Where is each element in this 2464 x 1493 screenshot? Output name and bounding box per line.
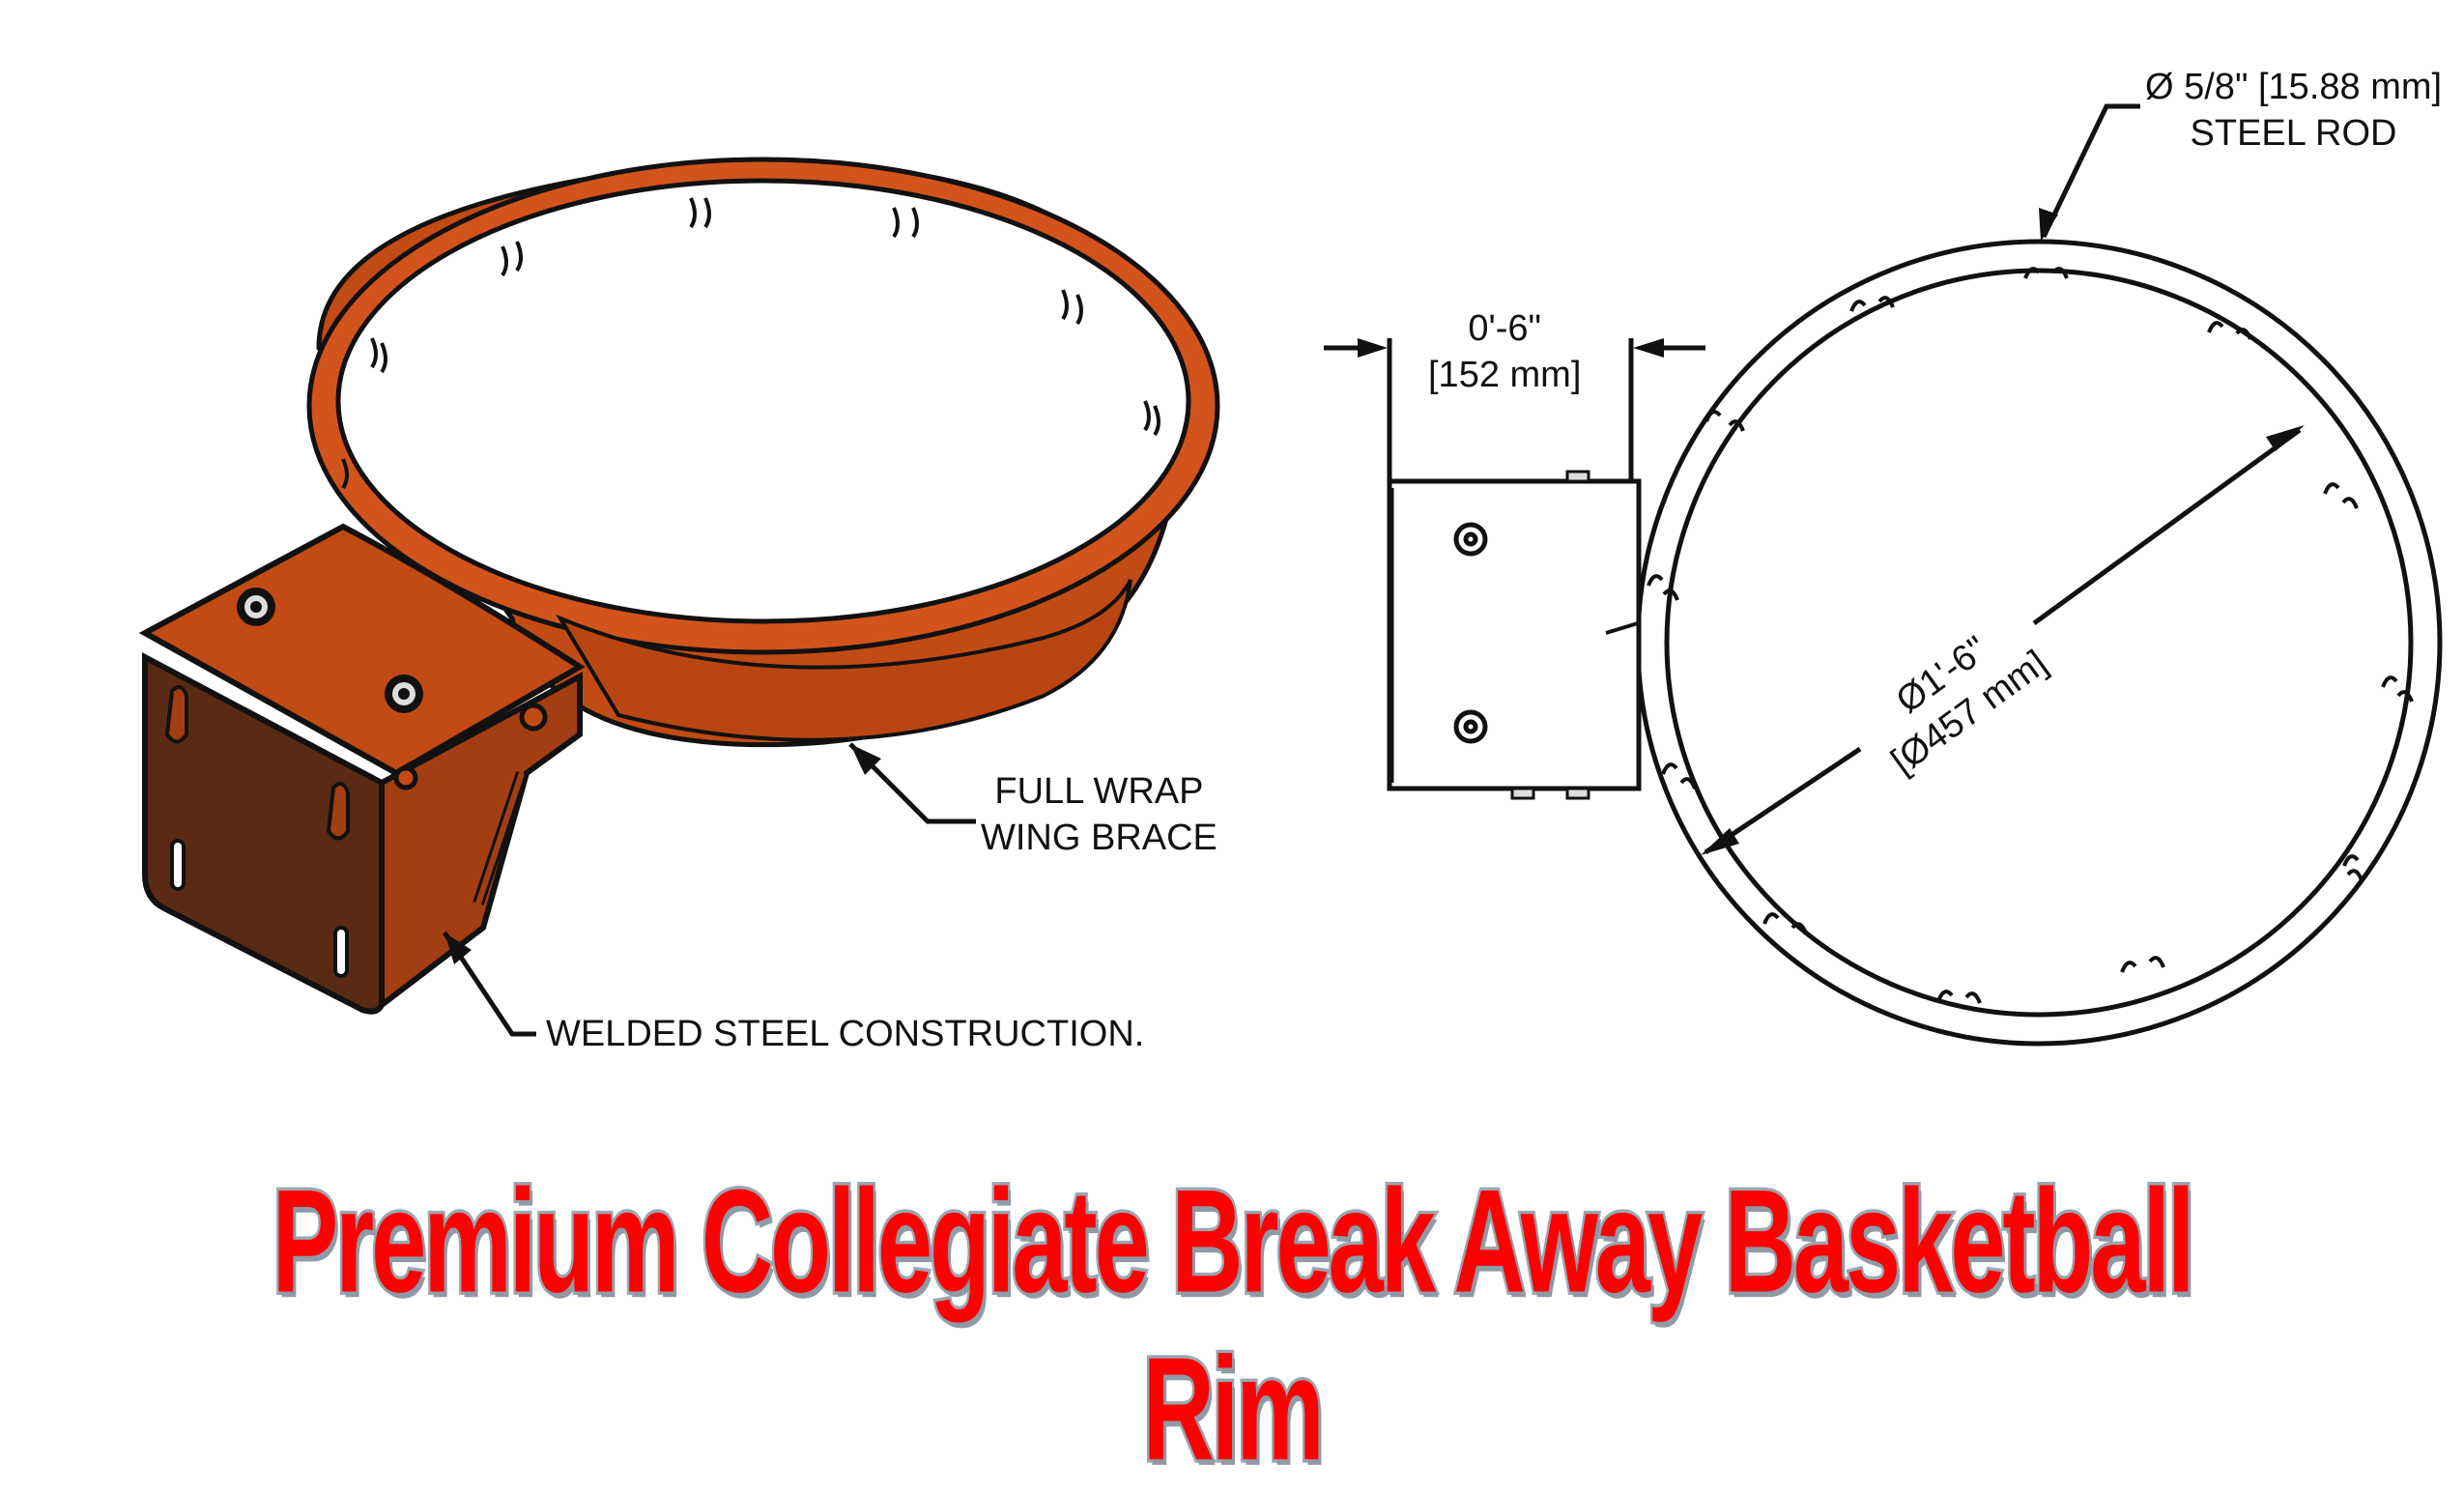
- rim-opening: [335, 178, 1191, 624]
- wing-brace-callout: FULL WRAP WING BRACE: [981, 768, 1218, 861]
- bracket-depth-imperial: 0'-6": [1468, 308, 1542, 349]
- mounting-slots: [164, 685, 350, 978]
- rim-ring-top-outer: [1635, 239, 2443, 1047]
- wing-brace-line-2: WING BRACE: [981, 818, 1218, 858]
- top-rim-view: [1324, 103, 2443, 1047]
- bracket-depth-dimension: [1324, 338, 1705, 481]
- isometric-rim-view: [138, 157, 1220, 1037]
- rim-ring-top-inner: [1664, 268, 2414, 1018]
- bracket-top-view: [1387, 478, 1642, 791]
- rim-diagram: [138, 103, 2443, 1047]
- construction-callout: WELDED STEEL CONSTRUCTION.: [546, 1011, 1144, 1057]
- bracket-side-plate: [379, 671, 583, 1012]
- product-title: Premium Collegiate Break Away Basketball…: [270, 1156, 2197, 1493]
- top-net-hooks: [1647, 267, 2414, 1004]
- steel-rod-diameter: Ø 5/8" [15.88 mm]: [2145, 67, 2443, 107]
- steel-rod-callout: Ø 5/8" [15.88 mm] STEEL ROD: [2145, 64, 2442, 157]
- rim-diameter-dimension: [1701, 425, 2305, 855]
- steel-rod-leader: [2041, 103, 2140, 239]
- steel-rod-material: STEEL ROD: [2190, 113, 2397, 154]
- bracket-depth-metric: [152 mm]: [1428, 355, 1582, 395]
- wing-brace-leader: [848, 742, 976, 824]
- bracket-top-view-bolts: [1453, 522, 1488, 744]
- bracket-depth-callout: 0'-6" [152 mm]: [1428, 305, 1581, 398]
- construction-leader: [442, 931, 536, 1037]
- net-hooks: [341, 197, 1160, 490]
- bracket-bolts: [237, 588, 548, 790]
- wing-brace-line-1: FULL WRAP: [994, 771, 1204, 812]
- construction-text: WELDED STEEL CONSTRUCTION.: [546, 1014, 1145, 1054]
